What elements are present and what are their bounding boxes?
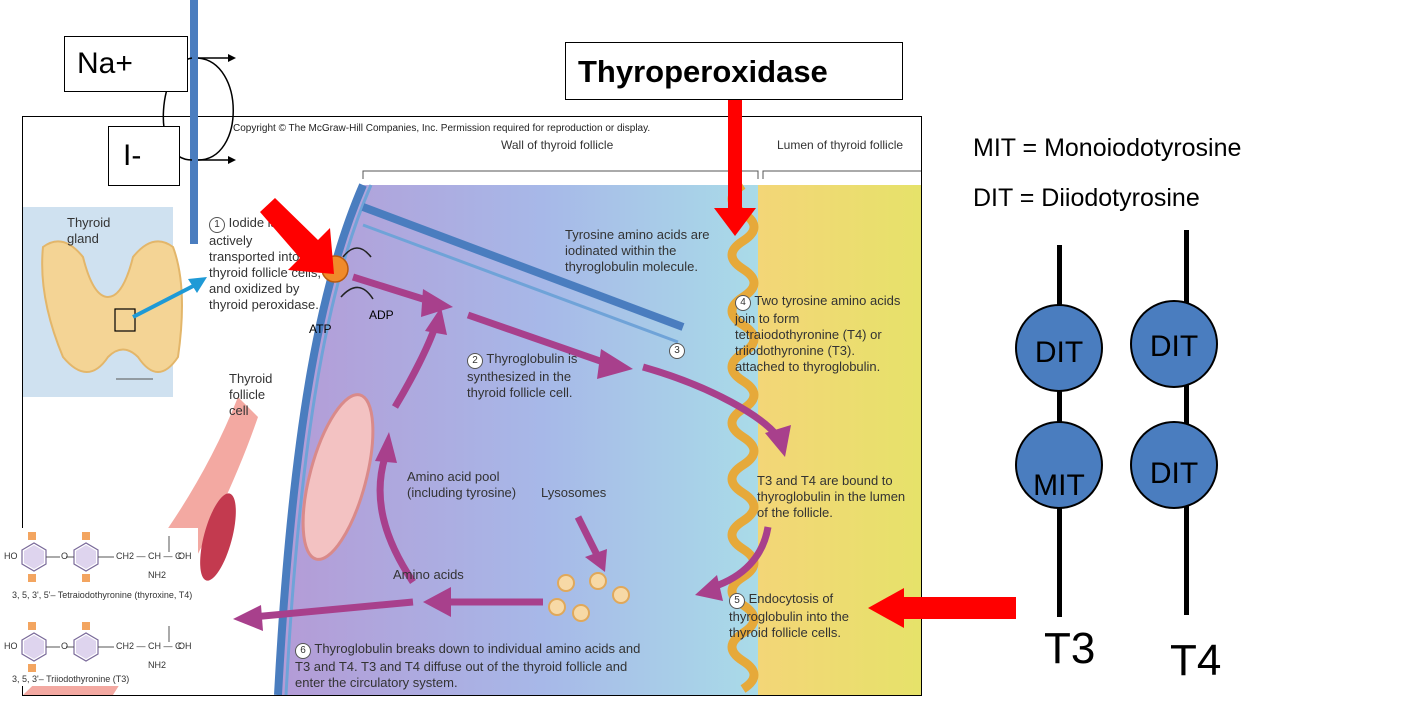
step6-description: Thyroglobulin breaks down to individual … xyxy=(295,641,641,690)
step4-description: Two tyrosine amino acids join to form te… xyxy=(735,293,901,374)
amino-acids-label: Amino acids xyxy=(393,567,464,582)
t4-top-circle: DIT xyxy=(1130,300,1218,388)
na-label: Na+ xyxy=(77,47,133,80)
lumen-label: Lumen of thyroid follicle xyxy=(777,138,904,152)
cell-label: Thyroid follicle cell xyxy=(229,371,273,418)
t4-chain-label: CH2 — CH — C xyxy=(116,551,182,561)
t4-ho-label: HO xyxy=(4,551,18,561)
t3-chain-label: CH2 — CH — C xyxy=(116,641,182,651)
step3-text: Tyrosine amino acids are iodinated withi… xyxy=(565,227,710,274)
t4-bottom-circle: DIT xyxy=(1130,421,1218,509)
step4-text: 4 Two tyrosine amino acids join to form … xyxy=(735,293,905,375)
t3-nh2-label: NH2 xyxy=(148,660,167,670)
bound-text: T3 and T4 are bound to thyroglobulin in … xyxy=(757,473,906,520)
step1-number: 1 xyxy=(209,217,225,233)
na-callout: Na+ xyxy=(64,36,188,92)
t4-caption: 3, 5, 3', 5'– Tetraiodothyronine (thyrox… xyxy=(12,590,193,600)
t3-ho-label: HO xyxy=(4,641,18,651)
legend-dit: DIT = Diiodotyrosine xyxy=(973,184,1200,212)
t4-label: T4 xyxy=(1170,636,1222,685)
t3-oh-label: OH xyxy=(178,641,192,651)
step1-text: 1 Iodide is actively transported into th… xyxy=(209,215,321,313)
step2-text: 2 Thyroglobulin is synthesized in the th… xyxy=(467,351,607,401)
atp-label: ATP xyxy=(309,322,332,336)
legend-mit: MIT = Monoiodotyrosine xyxy=(973,134,1242,162)
pool-label: Amino acid pool (including tyrosine) xyxy=(407,469,517,500)
step5-text: 5 Endocytosis of thyroglobulin into the … xyxy=(729,591,879,641)
follicle-figure: Copyright © The McGraw-Hill Companies, I… xyxy=(22,116,922,696)
copyright-text: Copyright © The McGraw-Hill Companies, I… xyxy=(233,123,651,134)
iodide-label: I- xyxy=(123,139,142,172)
lysosomes-label: Lysosomes xyxy=(541,485,607,500)
t4-bottom-label: DIT xyxy=(1149,457,1199,490)
t3-top-label: DIT xyxy=(1034,336,1084,369)
structures-drawing xyxy=(21,532,170,672)
thyroperoxidase-label: Thyroperoxidase xyxy=(578,54,828,89)
t4-top-label: DIT xyxy=(1149,330,1199,363)
step6-text: 6 Thyroglobulin breaks down to individua… xyxy=(295,641,655,691)
step6-number: 6 xyxy=(295,643,311,659)
t4-nh2-label: NH2 xyxy=(148,570,167,580)
wall-label: Wall of thyroid follicle xyxy=(501,138,614,152)
step1-description: Iodide is actively transported into thyr… xyxy=(209,215,321,312)
adp-label: ADP xyxy=(369,308,394,322)
iodide-callout: I- xyxy=(108,126,180,186)
thyroperoxidase-callout: Thyroperoxidase xyxy=(565,42,903,100)
t4-o-label: O xyxy=(61,551,69,561)
t3-bottom-circle: MIT xyxy=(1015,421,1103,509)
step5-description: Endocytosis of thyroglobulin into the th… xyxy=(729,591,849,640)
t3-o-label: O xyxy=(61,641,69,651)
step4-number: 4 xyxy=(735,295,751,311)
step3-number: 3 xyxy=(669,343,685,359)
membrane-bar xyxy=(190,0,198,244)
t3-label: T3 xyxy=(1044,624,1096,673)
step5-number: 5 xyxy=(729,593,745,609)
structures-inset: HO O CH2 — CH — C OH NH2 3, 5, 3', 5'– T… xyxy=(2,528,198,686)
t3-bottom-label: MIT xyxy=(1033,469,1085,502)
figure-background xyxy=(23,170,921,695)
gland-label: Thyroid gland xyxy=(67,215,111,246)
t3-caption: 3, 5, 3'– Triiodothyronine (T3) xyxy=(12,674,130,684)
step2-description: Thyroglobulin is synthesized in the thyr… xyxy=(467,351,578,400)
t3-top-circle: DIT xyxy=(1015,304,1103,392)
step2-number: 2 xyxy=(467,353,483,369)
t4-oh-label: OH xyxy=(178,551,192,561)
